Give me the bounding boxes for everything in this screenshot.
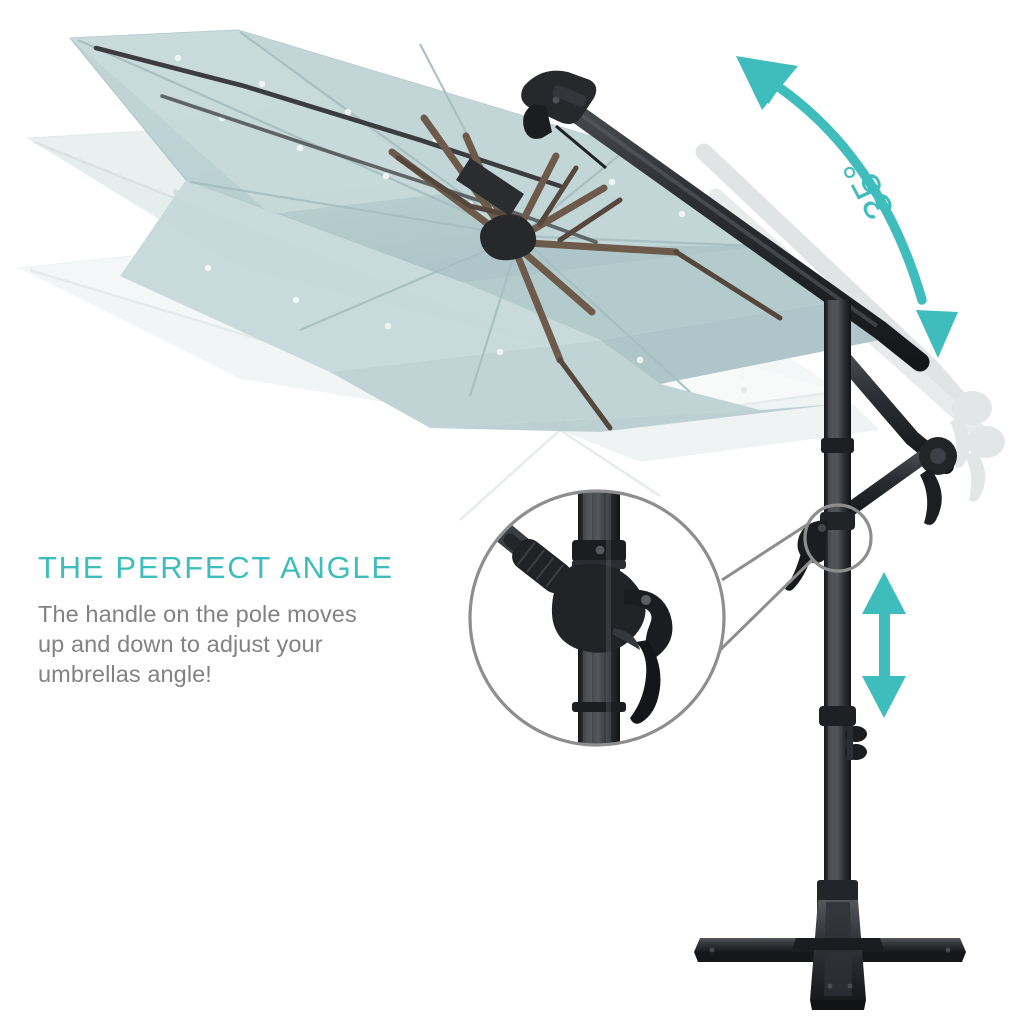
arm-elbow-hardware <box>919 437 957 525</box>
description-line-3: umbrellas angle! <box>38 660 212 687</box>
tilt-range-arc-arrow <box>736 56 958 358</box>
callout-connectors <box>714 522 814 656</box>
description-text: The handle on the pole moves up and down… <box>38 599 468 689</box>
handle-focus-circle <box>803 503 873 573</box>
description-line-1: The handle on the pole moves <box>38 600 357 627</box>
cross-base <box>694 900 966 1010</box>
handle-travel-arrow <box>862 572 906 718</box>
upright-pole <box>817 300 858 940</box>
handle-detail-callout <box>468 489 726 747</box>
canopy-rib-frame <box>388 114 783 431</box>
arm-top-bracket <box>521 70 597 139</box>
page-title: THE PERFECT ANGLE <box>38 550 394 585</box>
caption-block: THE PERFECT ANGLE The handle on the pole… <box>38 550 468 689</box>
description-line-2: up and down to adjust your <box>38 630 323 657</box>
canopy-main <box>68 29 880 432</box>
cantilever-arm-main <box>521 70 930 372</box>
height-adjust-knobs <box>845 726 867 760</box>
